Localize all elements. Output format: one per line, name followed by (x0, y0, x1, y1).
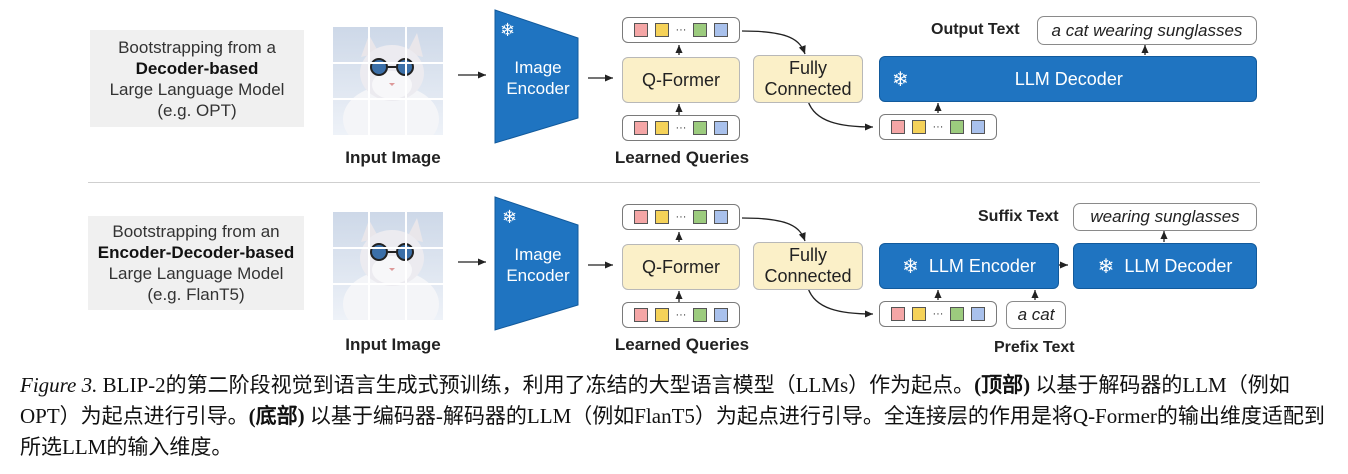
fully-connected-block: Fully Connected (753, 242, 863, 290)
boot-line-2: Decoder-based (135, 58, 259, 78)
caption-top-tag: (顶部) (974, 373, 1031, 397)
llm-encoder-label: LLM Encoder (928, 255, 1036, 276)
token-green (693, 121, 708, 135)
learned-query-tokens: ··· (622, 302, 740, 328)
suffix-text-label: Suffix Text (978, 208, 1059, 225)
token-ellipsis: ··· (675, 309, 687, 321)
token-yellow (654, 121, 669, 135)
token-blue (714, 23, 729, 37)
token-blue (714, 121, 729, 135)
llm-decoder-label: LLM Decoder (1124, 255, 1233, 276)
suffix-text-box: wearing sunglasses (1073, 203, 1257, 231)
fc-line-1: Fully (788, 58, 827, 78)
fc-line-2: Connected (764, 266, 852, 286)
token-yellow (911, 120, 926, 134)
token-yellow (654, 308, 669, 322)
image-encoder-line-2: Encoder (506, 266, 570, 285)
boot-line-4: (e.g. FlanT5) (147, 285, 245, 304)
image-encoder-line-2: Encoder (506, 79, 570, 98)
image-encoder-line-1: Image (514, 58, 562, 77)
token-ellipsis: ··· (675, 211, 687, 223)
llm-decoder-block: ❄ LLM Decoder (879, 56, 1257, 102)
token-ellipsis: ··· (932, 121, 944, 133)
input-cat-image (333, 212, 443, 320)
boot-line-3: Large Language Model (108, 264, 284, 283)
llm-input-tokens: ··· (879, 114, 997, 140)
llm-decoder-label: LLM Decoder (1014, 68, 1123, 89)
output-text-label: Output Text (931, 21, 1020, 38)
token-ellipsis: ··· (932, 308, 944, 320)
token-ellipsis: ··· (675, 122, 687, 134)
token-red (890, 120, 905, 134)
learned-queries-caption: Learned Queries (614, 148, 750, 167)
caption-part-2: 以基于解码器的LLM（例如OPT）为起点进行引导。 (20, 373, 1290, 428)
query-output-tokens: ··· (622, 17, 740, 43)
token-green (950, 120, 965, 134)
llm-input-tokens: ··· (879, 301, 997, 327)
boot-line-2: Encoder-Decoder-based (97, 243, 295, 262)
token-ellipsis: ··· (675, 24, 687, 36)
q-former-block: Q-Former (622, 244, 740, 290)
caption-bottom-tag: (底部) (248, 404, 305, 428)
token-blue (714, 308, 729, 322)
token-yellow (654, 23, 669, 37)
boot-line-3: Large Language Model (109, 79, 285, 99)
token-red (633, 121, 648, 135)
token-red (890, 307, 905, 321)
token-green (693, 23, 708, 37)
boot-line-1: Bootstrapping from an (112, 222, 280, 241)
snowflake-icon: ❄ (1097, 255, 1115, 278)
section-divider (88, 182, 1260, 183)
boot-line-1: Bootstrapping from a (118, 37, 276, 57)
token-yellow (911, 307, 926, 321)
caption-part-3: 以基于编码器-解码器的LLM（例如FlanT5）为起点进行引导。全连接层的作用是… (20, 404, 1325, 459)
query-output-tokens: ··· (622, 204, 740, 230)
llm-decoder-block: ❄ LLM Decoder (1073, 243, 1257, 289)
decoder-based-description-box: Bootstrapping from a Decoder-based Large… (90, 30, 304, 127)
token-red (633, 210, 648, 224)
caption-part-1: BLIP-2的第二阶段视觉到语言生成式预训练，利用了冻结的大型语言模型（LLMs… (97, 373, 975, 397)
learned-query-tokens: ··· (622, 115, 740, 141)
llm-encoder-block: ❄ LLM Encoder (879, 243, 1059, 289)
token-red (633, 308, 648, 322)
image-encoder-line-1: Image (514, 245, 562, 264)
token-green (950, 307, 965, 321)
q-former-block: Q-Former (622, 57, 740, 103)
prefix-text-box: a cat (1006, 301, 1066, 329)
token-blue (971, 120, 986, 134)
snowflake-icon: ❄ (502, 207, 518, 227)
boot-line-4: (e.g. OPT) (157, 100, 237, 120)
bottom-connectors (458, 196, 1168, 331)
learned-queries-caption: Learned Queries (614, 335, 750, 354)
token-green (693, 210, 708, 224)
token-blue (971, 307, 986, 321)
input-cat-image (333, 27, 443, 135)
token-red (633, 23, 648, 37)
snowflake-icon: ❄ (902, 255, 919, 278)
token-blue (714, 210, 729, 224)
top-connectors (458, 9, 1149, 144)
fc-line-1: Fully (788, 245, 827, 265)
image-encoder-label: Image Encoder (497, 57, 579, 99)
snowflake-icon: ❄ (500, 20, 516, 40)
prefix-text-label: Prefix Text (994, 339, 1075, 356)
token-green (693, 308, 708, 322)
input-image-caption: Input Image (345, 335, 441, 354)
fully-connected-block: Fully Connected (753, 55, 863, 103)
figure-caption: Figure 3. BLIP-2的第二阶段视觉到语言生成式预训练，利用了冻结的大… (20, 370, 1330, 463)
input-image-caption: Input Image (345, 148, 441, 167)
fc-line-2: Connected (764, 79, 852, 99)
encoder-decoder-based-description-box: Bootstrapping from an Encoder-Decoder-ba… (88, 216, 304, 310)
snowflake-icon: ❄ (892, 68, 909, 91)
output-text-box: a cat wearing sunglasses (1037, 16, 1257, 45)
figure-number: Figure 3. (20, 373, 98, 397)
image-encoder-label: Image Encoder (497, 244, 579, 286)
token-yellow (654, 210, 669, 224)
